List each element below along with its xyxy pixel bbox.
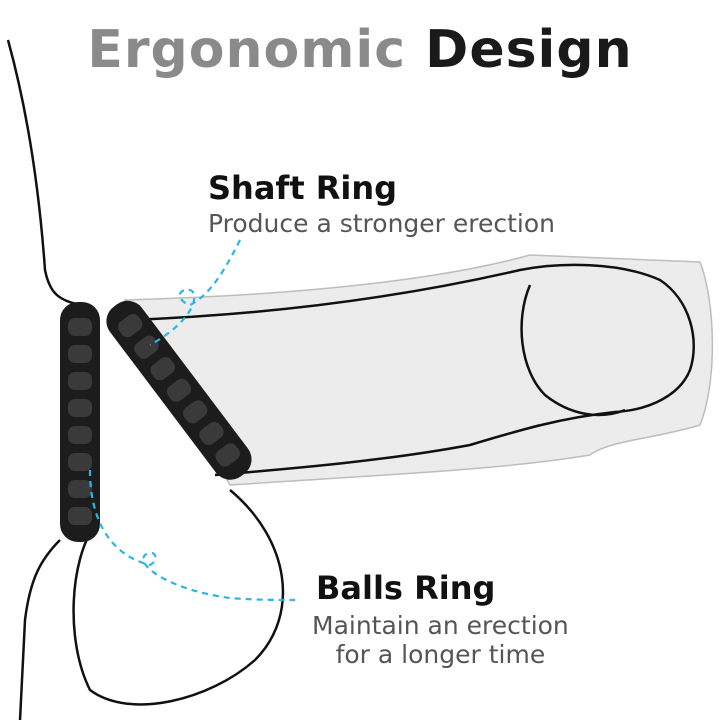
shaft-ring-description: Produce a stronger erection: [208, 209, 556, 238]
body-outline: [6, 39, 81, 307]
shaft-callout-line: [149, 239, 241, 346]
shaft-ring-heading: Shaft Ring: [208, 169, 398, 207]
title-part-2: Design: [425, 20, 633, 80]
scrotum-outline: [72, 489, 285, 706]
title-part-1: Ergonomic: [87, 20, 407, 80]
balls-ring-description: Maintain an erection for a longer time: [312, 611, 569, 670]
shaft-outline: [129, 263, 695, 477]
shadow-silhouette: [123, 254, 714, 486]
glans-outline: [520, 284, 626, 417]
shaft-ring: [106, 300, 252, 480]
page-title: Ergonomic Design: [0, 24, 720, 76]
balls-ring-heading: Balls Ring: [316, 569, 496, 607]
thigh-outline: [18, 539, 61, 720]
balls-ring-description-line-2: for a longer time: [335, 639, 546, 669]
balls-ring-description-line-1: Maintain an erection: [312, 611, 569, 640]
balls-callout-line: [88, 469, 296, 602]
